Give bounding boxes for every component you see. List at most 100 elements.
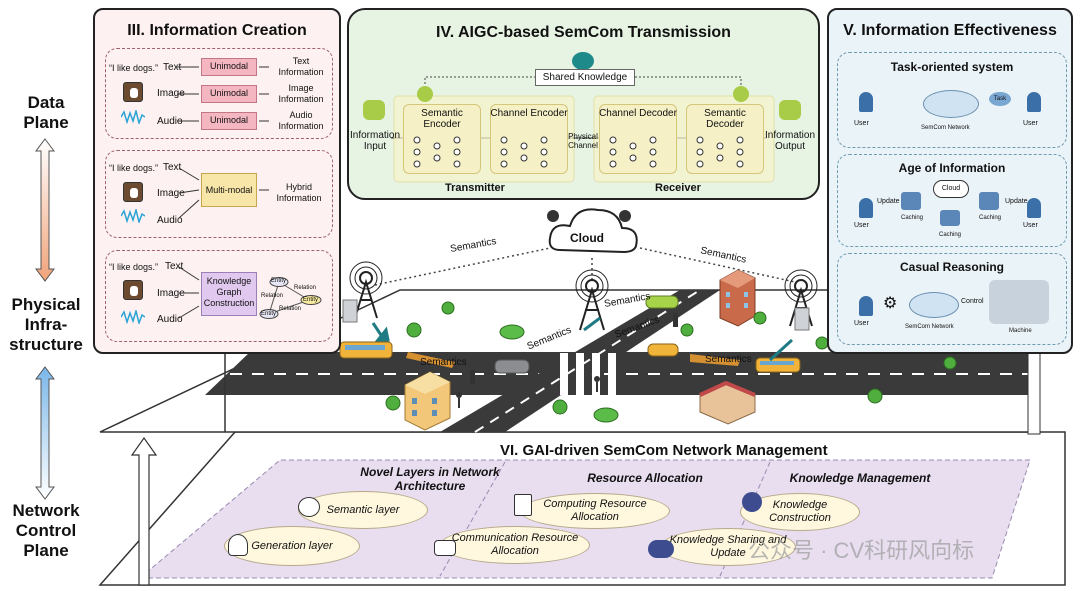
cell-tower-left: [349, 261, 383, 319]
knowledge-construction-icon: [742, 492, 762, 512]
car-green: [645, 295, 679, 309]
entity-node-3: Entity: [261, 311, 277, 317]
physical-infrastructure-label: Physical Infra-structure: [9, 295, 83, 354]
quote-text-1: “I like dogs.”: [109, 63, 159, 73]
lane-novel-layers: Novel Layers in Network Architecture: [360, 465, 500, 493]
city-cloud: [547, 208, 638, 254]
watermark: 公众号 · CV科研风向标: [748, 538, 975, 563]
causal-reasoning-title: Casual Reasoning: [899, 260, 1005, 274]
caching-icon-2a: [901, 192, 921, 210]
task-bubble: Task: [989, 92, 1011, 106]
info-output-icon: [779, 100, 801, 120]
user-label-2b: User: [1023, 222, 1038, 229]
hybrid-information-label: Hybrid Information: [276, 182, 322, 203]
semantics-label-bus: Semantics: [420, 357, 467, 368]
caching-label-2b: Caching: [939, 232, 962, 238]
shop-building: [699, 380, 756, 425]
quote-text-3: “I like dogs.”: [109, 262, 159, 272]
unimodal-group: [105, 48, 333, 139]
transmission-title: IV. AIGC-based SemCom Transmission: [436, 24, 731, 41]
lane-knowledge-management: Knowledge Management: [789, 471, 931, 485]
channel-encoder-label: Channel Encoder: [490, 108, 568, 119]
physical-channel-label: Physical Channel: [568, 132, 598, 150]
information-output-label: Information Output: [764, 130, 816, 152]
user-icon-2b: [1027, 198, 1041, 218]
knowledge-database-icon: [572, 52, 594, 70]
audio-input-label-1: Audio: [157, 116, 183, 127]
relation-label-1: Relation: [294, 285, 317, 291]
unimodal-box-audio: Unimodal: [201, 112, 257, 130]
user-icon-1b: [1027, 92, 1041, 112]
relation-label-2: Relation: [261, 293, 284, 299]
knowledge-sharing-oval: Knowledge Sharing and Update: [660, 528, 796, 566]
image-input-label-3: Image: [157, 288, 185, 299]
info-input-icon: [363, 100, 385, 120]
dog-image-3: [123, 280, 143, 300]
relation-label-3: Relation: [279, 306, 302, 312]
knowledge-graph-diagram: [259, 277, 322, 319]
dog-image-1: [123, 82, 143, 102]
text-information-label: Text Information: [278, 56, 324, 77]
cloud-icon-aoi: Cloud: [933, 180, 969, 198]
gear-icon: ⚙: [883, 295, 898, 312]
computing-resource-oval: Computing Resource Allocation: [520, 493, 670, 529]
dog-image-2: [123, 182, 143, 202]
data-plane-label: Data Plane: [23, 93, 69, 132]
knowledge-graph-group: [105, 250, 333, 342]
audio-wave-1: [120, 108, 146, 126]
semantic-encoder-label: Semantic Encoder: [421, 108, 463, 130]
update-label-2b: Update: [1005, 198, 1028, 205]
shared-knowledge-box: Shared Knowledge: [535, 69, 635, 86]
building-right: [719, 269, 756, 327]
management-title: VI. GAI-driven SemCom Network Management: [500, 442, 828, 459]
information-creation-title: III. Information Creation: [127, 22, 307, 39]
car-grey: [494, 359, 530, 374]
transmitter-label: Transmitter: [445, 182, 505, 194]
multimodal-group: [105, 150, 333, 238]
semantic-layer-icon: [298, 497, 320, 517]
caching-icon-2b: [940, 210, 960, 226]
audio-wave-2: [120, 207, 146, 225]
image-input-label-1: Image: [157, 88, 185, 99]
audio-input-label-3: Audio: [157, 314, 183, 325]
channel-decoder-label: Channel Decoder: [599, 108, 677, 119]
unimodal-box-image: Unimodal: [201, 85, 257, 103]
caching-icon-2c: [979, 192, 999, 210]
car-yellow: [647, 343, 679, 357]
user-icon-3: [859, 296, 873, 316]
entity-node-1: Entity: [271, 278, 287, 284]
image-input-label-2: Image: [157, 188, 185, 199]
task-oriented-title: Task-oriented system: [890, 60, 1014, 74]
semantic-layer-oval: Semantic layer: [298, 491, 428, 529]
text-input-label-2: Text: [163, 162, 182, 173]
entity-node-2: Entity: [303, 297, 319, 303]
machine-robot-icon: [989, 280, 1049, 324]
text-input-label-3: Text: [165, 261, 184, 272]
cell-tower-center: [575, 269, 609, 331]
caching-label-2c: Caching: [979, 215, 1002, 221]
user-label-1a: User: [854, 120, 869, 127]
computing-resource-icon: [514, 494, 532, 516]
caching-label-2a: Caching: [901, 215, 924, 221]
information-creation-panel: III. Information Creation “I like dogs.”…: [93, 8, 341, 354]
text-input-label-1: Text: [163, 62, 182, 73]
audio-input-label-2: Audio: [157, 215, 183, 226]
receiver-label: Receiver: [655, 182, 701, 194]
neural-net-graphics: [413, 136, 744, 168]
user-label-3: User: [854, 320, 869, 327]
generation-layer-icon: [228, 534, 248, 556]
unimodal-box-text: Unimodal: [201, 58, 257, 76]
user-label-1b: User: [1023, 120, 1038, 127]
multimodal-box: Multi-modal: [201, 173, 257, 207]
knowledge-sharing-icon: [648, 540, 674, 558]
audio-information-label: Audio Information: [278, 110, 324, 131]
bus-left: [339, 341, 393, 359]
machine-label: Machine: [1009, 328, 1032, 334]
plane-arrows: [35, 138, 55, 500]
user-icon-2a: [859, 198, 873, 218]
age-of-information-title: Age of Information: [898, 161, 1006, 175]
age-of-information-group: [837, 154, 1067, 247]
city-cloud-label: Cloud: [570, 231, 604, 245]
knowledge-graph-box: Knowledge Graph Construction: [201, 272, 257, 316]
